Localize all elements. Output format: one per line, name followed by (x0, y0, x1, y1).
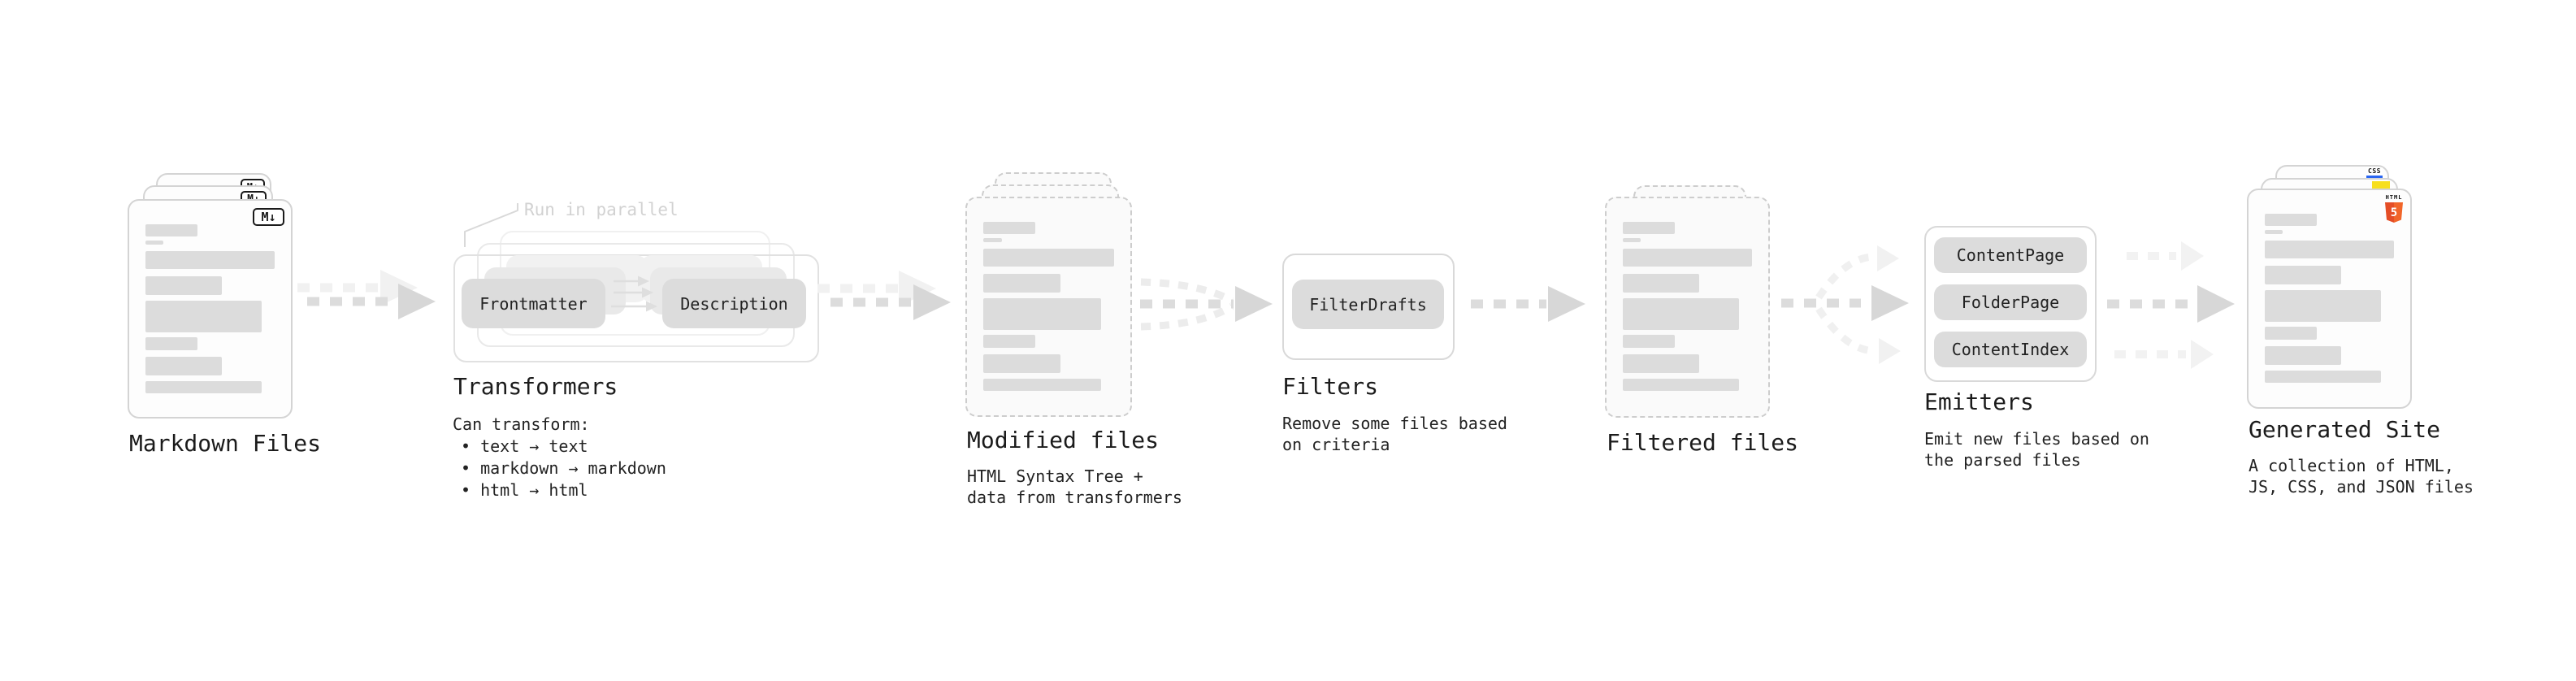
run-in-parallel-annotation: Run in parallel (524, 200, 679, 219)
doc-bar (145, 381, 262, 393)
doc-bar (145, 251, 275, 269)
filtered-file-card-front (1605, 197, 1770, 418)
pill-frontmatter: Frontmatter (462, 279, 605, 328)
doc-bar (1623, 335, 1675, 348)
doc-bar (1623, 222, 1675, 234)
doc-bar (145, 357, 222, 375)
generated-desc-line: JS, CSS, and JSON files (2249, 477, 2474, 497)
filters-desc-line: on criteria (1282, 435, 1390, 454)
doc-bar (2265, 371, 2382, 383)
pill-folderpage: FolderPage (1934, 284, 2087, 320)
doc-bar (983, 238, 1002, 242)
doc-bar (2265, 230, 2283, 234)
transformers-bullet: • html → html (461, 480, 588, 500)
filters-desc-line: Remove some files based (1282, 414, 1507, 433)
doc-bar (2265, 266, 2341, 284)
doc-bar (1623, 249, 1752, 267)
generated-file-card-front: HTML 5 (2247, 189, 2412, 409)
transformers-description: Can transform: • text → text • markdown … (453, 414, 666, 501)
modified-desc-line: data from transformers (967, 488, 1182, 507)
arrow-filtered-to-emitters-split (1781, 245, 1909, 364)
doc-bar (145, 241, 164, 245)
doc-bar (1623, 379, 1740, 391)
doc-content-placeholder (2265, 214, 2394, 383)
arrow-transformers-to-modified (830, 284, 951, 320)
modified-file-card-front (965, 197, 1132, 417)
modified-files-description: HTML Syntax Tree + data from transformer… (967, 466, 1182, 508)
arrow-filters-to-filtered (1471, 286, 1585, 322)
doc-bar (145, 224, 197, 236)
generated-site-label: Generated Site (2249, 416, 2441, 443)
emitters-label: Emitters (1924, 388, 2034, 415)
filters-description: Remove some files based on criteria (1282, 413, 1507, 455)
generated-site-description: A collection of HTML, JS, CSS, and JSON … (2249, 455, 2474, 497)
pill-description: Description (662, 279, 806, 328)
arrow-markdown-to-transformers (307, 284, 436, 319)
doc-bar (2265, 346, 2341, 365)
pill-filterdrafts: FilterDrafts (1292, 280, 1444, 329)
arrow-markdown-to-transformers-ghost (297, 270, 418, 306)
pill-contentindex: ContentIndex (1934, 332, 2087, 367)
doc-bar (145, 301, 262, 332)
doc-bar (983, 274, 1060, 293)
doc-bar (1623, 354, 1699, 373)
html5-shield-icon: 5 (2385, 202, 2403, 223)
html5-badge-word: HTML (2385, 194, 2403, 201)
arrow-transformers-to-modified-ghost (817, 271, 936, 306)
modified-desc-line: HTML Syntax Tree + (967, 466, 1143, 486)
doc-content-placeholder (1623, 222, 1752, 391)
doc-bar (145, 276, 222, 295)
doc-bar (2265, 290, 2382, 322)
filters-label: Filters (1282, 373, 1379, 400)
doc-bar (2265, 327, 2317, 340)
arrow-modified-to-filters-merge (1140, 278, 1273, 331)
emitters-description: Emit new files based on the parsed files (1924, 428, 2149, 471)
doc-bar (2265, 241, 2394, 258)
doc-bar (1623, 274, 1699, 293)
doc-bar (983, 354, 1060, 373)
emitters-desc-line: the parsed files (1924, 450, 2081, 470)
doc-bar (1623, 238, 1641, 242)
html5-badge-icon: HTML 5 (2385, 194, 2403, 223)
markdown-file-card-front: M↓ (128, 199, 293, 419)
emitters-desc-line: Emit new files based on (1924, 429, 2149, 449)
pill-contentpage: ContentPage (1934, 237, 2087, 273)
doc-bar (983, 222, 1036, 234)
modified-files-label: Modified files (967, 427, 1160, 453)
transformers-desc-title: Can transform: (453, 414, 590, 434)
doc-bar (983, 335, 1036, 348)
doc-bar (983, 379, 1101, 391)
doc-bar (145, 337, 197, 350)
generated-desc-line: A collection of HTML, (2249, 456, 2454, 475)
css-badge-text: CSS (2368, 167, 2381, 175)
doc-content-placeholder (983, 222, 1114, 391)
doc-content-placeholder (145, 224, 275, 393)
html5-badge-number: 5 (2390, 206, 2398, 219)
css-badge-icon: CSS (2366, 167, 2383, 179)
doc-bar (983, 249, 1114, 267)
transformers-bullet: • markdown → markdown (461, 458, 666, 478)
doc-bar (2265, 214, 2317, 226)
transformers-bullet: • text → text (461, 436, 588, 456)
transformers-label: Transformers (453, 373, 618, 400)
doc-bar (1623, 298, 1740, 330)
doc-bar (983, 298, 1101, 330)
markdown-files-label: Markdown Files (129, 430, 322, 457)
markdown-icon: M↓ (253, 208, 284, 226)
filtered-files-label: Filtered files (1607, 429, 1799, 456)
arrow-emitters-to-generated (2107, 241, 2235, 369)
